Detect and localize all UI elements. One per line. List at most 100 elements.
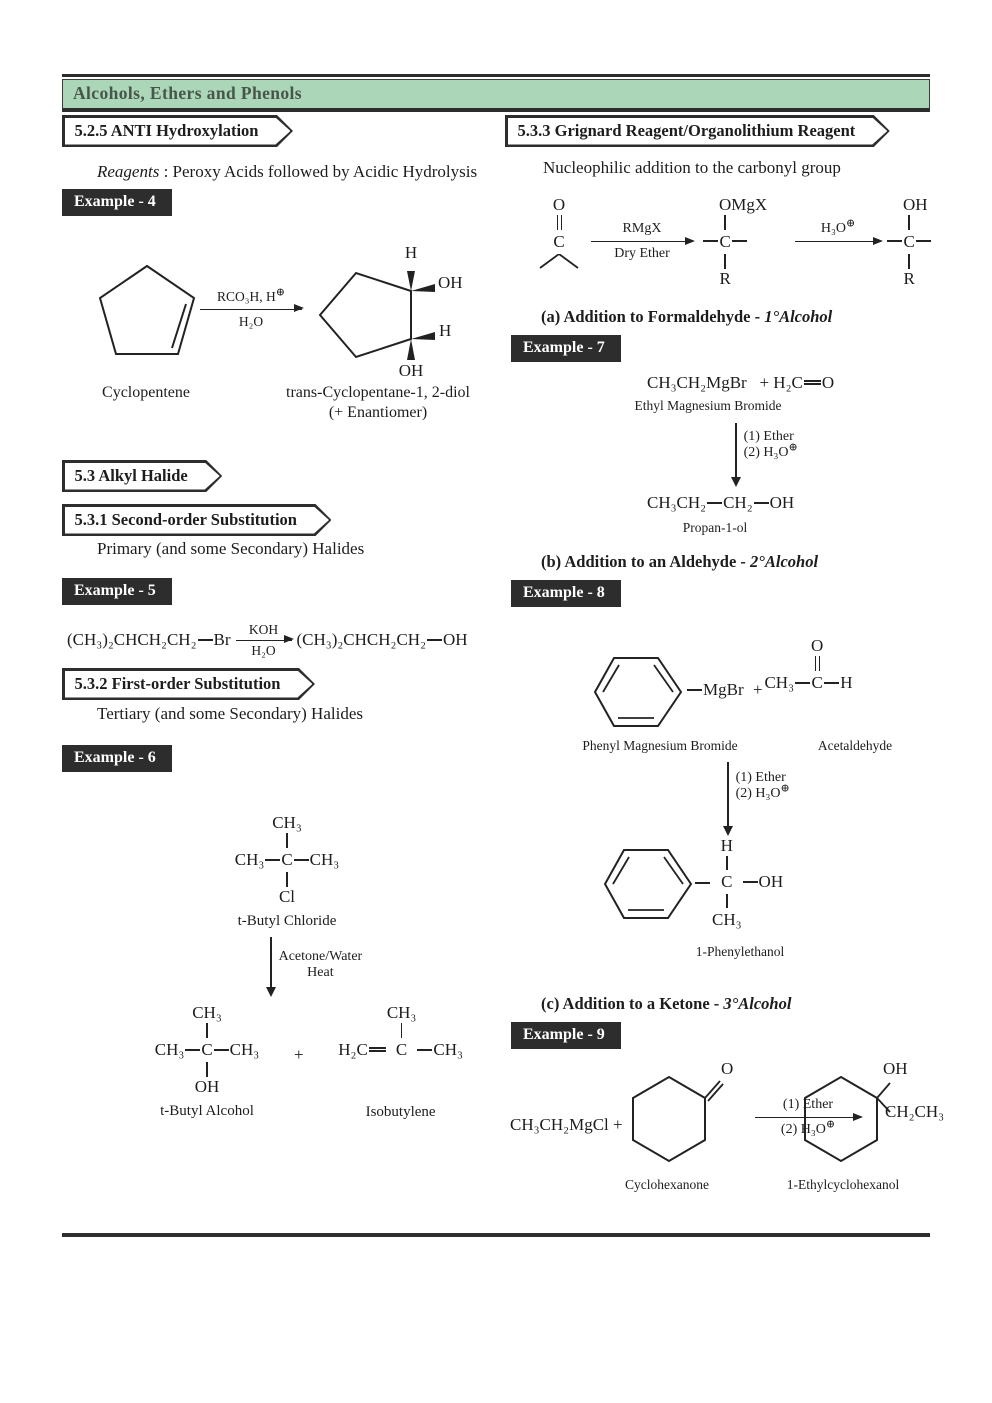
arrow1-top: RMgX (623, 221, 662, 237)
vertical-bond (908, 215, 910, 230)
formula-text: OH (443, 630, 468, 650)
arrow-line (755, 1112, 863, 1121)
bond (265, 858, 281, 861)
isobutylene-structure: CH₃ H₂C C CH₃ Isobutylene (316, 1003, 486, 1122)
ex8-conditions: (1) Ether (2) H₃O⊕ (736, 770, 790, 834)
formula-text: C (201, 1040, 213, 1059)
formula-text: CH₃ (154, 1040, 185, 1059)
benzene-ring (593, 657, 683, 727)
section-header-5-3-1: 5.3.1 Second-order Substitution (62, 504, 331, 536)
atom-c: C (553, 232, 565, 251)
formula-text: KOH (248, 622, 279, 637)
vertical-bond (724, 215, 726, 230)
ex8-product-name: 1-Phenylethanol (695, 944, 785, 959)
benzene-ring (603, 849, 693, 919)
atom-o: O (552, 195, 566, 214)
cyclopentene-ring (98, 264, 196, 355)
arrow-line (200, 303, 304, 312)
cyclohexanone-structure: O Cyclohexanone (617, 1059, 752, 1204)
section-header-5-3: 5.3 Alkyl Halide (62, 460, 222, 492)
arrow-line (795, 236, 883, 245)
product-name-line1: trans-Cyclopentane-1, 2-diol (286, 384, 470, 401)
ex8-reactant1-name: Phenyl Magnesium Bromide (582, 738, 738, 753)
product-name-block: trans-Cyclopentane-1, 2-diol (+ Enantiom… (258, 383, 498, 423)
vertical-bond (724, 254, 726, 269)
iso-left: H₂C (338, 1038, 387, 1062)
plus-sign: + (753, 680, 763, 699)
product-name-line2: (+ Enantiomer) (328, 404, 428, 421)
atom-c: C (719, 232, 731, 251)
ald-left: CH₃ (764, 671, 811, 695)
bond (197, 638, 213, 641)
ex8-reaction: MgBr + O CH₃ C H Phenyl Magnesium Bromid… (505, 620, 940, 992)
ex8-down-arrow: (1) Ether (2) H₃O⊕ (723, 762, 790, 836)
bond (427, 638, 442, 641)
atom-c: C (811, 673, 823, 692)
trans-diol-structure: H OH H OH (298, 227, 483, 387)
formula-text: Dry Ether (614, 246, 670, 262)
wedge-bond-right-top (411, 284, 435, 292)
reagents-word: Reagents (97, 162, 160, 181)
ex6-down-arrow: Acetone/Water Heat (266, 937, 363, 997)
condition-2: Heat (307, 965, 334, 981)
formula-text: (1) Ether (735, 770, 786, 785)
ex7-reactant-name: Ethyl Magnesium Bromide (634, 398, 782, 413)
condition-2: (2) H₃O⊕ (744, 442, 798, 461)
vertical-double-bond (814, 656, 820, 671)
bond (753, 501, 769, 504)
reagents-text: : Peroxy Acids followed by Acidic Hydrol… (159, 162, 478, 181)
formula-text: CH₂ (723, 493, 753, 512)
vertical-bond (725, 856, 728, 870)
example-6-badge: Example - 6 (62, 745, 172, 772)
sub-5-3-3-text: Nucleophilic addition to the carbonyl gr… (543, 158, 841, 177)
formula-text: CH₃CH₂ (647, 493, 707, 512)
plus-sign: + (294, 1045, 304, 1064)
mgbr-group: MgBr (686, 680, 744, 700)
double-bond (368, 1047, 386, 1053)
bond (916, 239, 932, 242)
formula-text: OH (758, 872, 784, 891)
vertical-double-bond (556, 215, 562, 230)
arrow-line (266, 937, 275, 997)
ald-right: H (823, 671, 853, 695)
right-column: 5.3.3 Grignard Reagent/Organolithium Rea… (505, 115, 944, 1235)
ex7-down-arrow: (1) Ether (2) H₃O⊕ (731, 423, 798, 487)
carbonyl-substituent-bonds (539, 254, 579, 269)
atom-c: C (903, 232, 915, 251)
arrow-reagent-bottom: H₂O (239, 314, 263, 330)
atom-oh-bottom: OH (398, 361, 424, 380)
condition-1: (1) Ether (736, 770, 790, 786)
arrow1-bottom: Dry Ether (614, 246, 670, 262)
bond (417, 1048, 433, 1051)
c-oh-group: OH (742, 870, 784, 894)
example-9-badge: Example - 9 (511, 1022, 621, 1049)
ex6-conditions: Acetone/Water Heat (279, 949, 363, 995)
tba-mid-row: CH₃ C CH₃ (155, 1038, 259, 1062)
atom-o: O (903, 195, 916, 214)
arrow2-top: H₃O⊕ (821, 218, 855, 237)
atom-o: O (811, 636, 824, 655)
bond (213, 1048, 229, 1051)
arrow-line (731, 423, 740, 487)
formula-text: (1) Ether (743, 429, 794, 444)
cyclopentene-name: Cyclopentene (102, 384, 190, 401)
heading-a: (a) Addition to Formaldehyde - 1°Alcohol (541, 307, 833, 326)
formula-text: H₂O (251, 642, 276, 658)
superscript-charge: ⊕ (275, 286, 285, 299)
condition-1: (1) Ether (744, 429, 798, 445)
example-8-badge: Example - 8 (511, 580, 621, 607)
ex9-grignard: CH₃CH₂MgCl + (510, 1115, 623, 1135)
formula-text: CH₃ (229, 1040, 260, 1059)
formula-text: RMgX (622, 221, 662, 236)
carbonyl-structure: O C (535, 195, 583, 270)
atom-h-right: H (439, 321, 452, 340)
atom-o: O (719, 195, 732, 214)
formula-text: H (840, 673, 853, 692)
atom-ch3-top: CH₃ (192, 1003, 222, 1022)
ethyl-group: CH₂CH₃ (885, 1102, 945, 1121)
